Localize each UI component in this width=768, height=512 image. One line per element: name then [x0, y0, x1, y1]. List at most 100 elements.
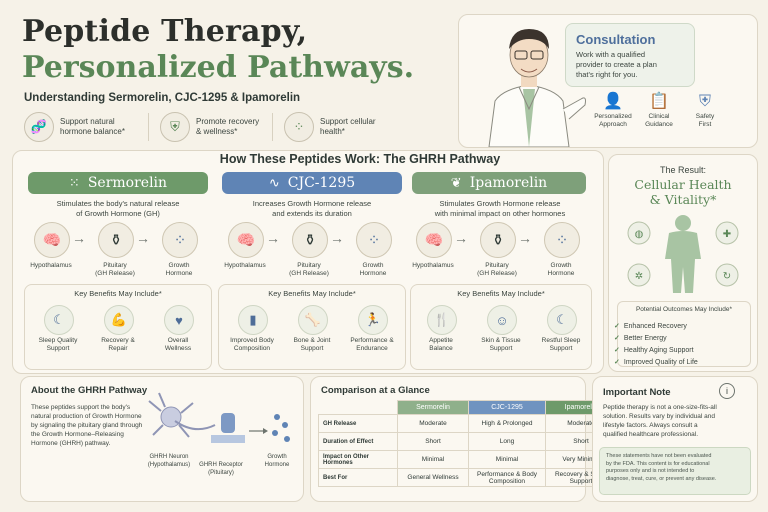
- utensils-icon: 🍴: [427, 305, 457, 335]
- feature-recovery: ⛨ Promote recovery& wellness*: [160, 112, 259, 142]
- consultation-title: Consultation: [576, 32, 656, 47]
- table-row: GH Release Moderate High & Prolonged Mod…: [318, 414, 617, 433]
- flow-label: Pituitary(GH Release): [477, 262, 517, 277]
- shield-icon: ⛨: [160, 112, 190, 142]
- cells-icon: ⁘: [284, 112, 314, 142]
- flow-label: Hypothalamus: [30, 262, 72, 269]
- outcome-item: ✓Healthy Aging Support: [614, 347, 694, 354]
- col-header: Sermorelin: [397, 400, 469, 415]
- fda-disclaimer: These statements have not been evaluated…: [599, 447, 751, 495]
- comparison-table: Sermorelin CJC-1295 Ipamorelin GH Releas…: [318, 400, 617, 487]
- hormone-clock-icon: ⁘: [356, 222, 392, 258]
- feature-text: Promote recovery: [196, 117, 260, 126]
- wave-icon: ∿: [268, 175, 280, 191]
- feature-text: hormone balance*: [60, 127, 125, 136]
- table-row: Duration of Effect Short Long Short: [318, 432, 617, 451]
- page-subtitle: Understanding Sermorelin, CJC-1295 & Ipa…: [24, 92, 301, 104]
- feature-text: health*: [320, 127, 345, 136]
- svg-text:✲: ✲: [635, 271, 643, 282]
- flow-label: Hypothalamus: [412, 262, 454, 269]
- arrow-icon: →: [454, 230, 468, 246]
- pituitary-icon: ⚱: [292, 222, 328, 258]
- arrow-icon: →: [330, 230, 344, 246]
- feature-text: Support natural: [60, 117, 115, 126]
- svg-text:✚: ✚: [723, 229, 731, 240]
- check-icon: ✓: [614, 347, 620, 354]
- note-title: Important Note: [603, 387, 671, 398]
- page-title-line2: Personalized Pathways.: [22, 50, 415, 85]
- sermorelin-header: ⁙Sermorelin: [28, 172, 208, 194]
- sermorelin-flow: 🧠 → ⚱ → ⁘ Hypothalamus Pituitary(GH Rele…: [28, 222, 208, 282]
- about-title: About the GHRH Pathway: [31, 385, 148, 396]
- muscle-icon: 💪: [104, 305, 134, 335]
- table-row: Best For General Wellness Performance & …: [318, 468, 617, 487]
- brain-icon: 🧠: [34, 222, 70, 258]
- arrow-icon: →: [266, 230, 280, 246]
- outcomes-title: Potential Outcomes May Include*: [635, 306, 733, 313]
- feature-text: Support cellular: [320, 117, 376, 126]
- feature-text: & wellness*: [196, 127, 238, 136]
- heart-shield-icon: ♥: [164, 305, 194, 335]
- note-text: Peptide therapy is not a one-size-fits-a…: [603, 404, 717, 438]
- table-row: Impact on Other Hormones Minimal Minimal…: [318, 450, 617, 469]
- info-icon: i: [719, 383, 735, 399]
- flow-label: Pituitary(GH Release): [289, 262, 329, 277]
- benefits-title: Key Benefits May Include*: [74, 289, 162, 298]
- brain-icon: 🧠: [228, 222, 264, 258]
- runner-icon: 🏃: [358, 305, 388, 335]
- brain-icon: 🧠: [416, 222, 452, 258]
- moon-icon: ☾: [44, 305, 74, 335]
- clipboard-icon: 📋: [649, 93, 669, 110]
- pituitary-icon: ⚱: [480, 222, 516, 258]
- benefits-title: Key Benefits May Include*: [457, 289, 545, 298]
- ipamorelin-header: ❦Ipamorelin: [412, 172, 586, 194]
- leaf-icon: ❦: [450, 175, 462, 191]
- page-title-line1: Peptide Therapy,: [22, 14, 308, 49]
- doctor-illustration: [488, 29, 586, 147]
- result-title: Cellular Health& Vitality*: [634, 177, 732, 207]
- svg-text:◍: ◍: [635, 229, 644, 240]
- benefits-title: Key Benefits May Include*: [268, 289, 356, 298]
- person-icon: 👤: [603, 93, 623, 110]
- hormone-molecules-icon: ⁘: [162, 222, 198, 258]
- sermorelin-benefits: Key Benefits May Include* ☾ 💪 ♥ Sleep Qu…: [24, 284, 212, 370]
- bar-chart-icon: ▮: [238, 305, 268, 335]
- dots-icon: ⁙: [68, 175, 80, 191]
- outcome-item: ✓Better Energy: [614, 335, 667, 342]
- body-illustration: ◍ ✚ ✲ ↻: [627, 215, 739, 293]
- benefit-label: Recovery &Repair: [101, 337, 135, 352]
- benefit-label: Performance &Endurance: [350, 337, 394, 352]
- pituitary-icon: ⚱: [98, 222, 134, 258]
- comparison-title: Comparison at a Glance: [321, 385, 430, 396]
- ipamorelin-benefits: Key Benefits May Include* 🍴 ☺ ☾ Appetite…: [410, 284, 592, 370]
- cjc1295-benefits: Key Benefits May Include* ▮ 🦴 🏃 Improved…: [218, 284, 406, 370]
- col-header: CJC-1295: [468, 400, 546, 415]
- ghrh-diagram: [148, 392, 290, 443]
- svg-text:↻: ↻: [723, 271, 731, 282]
- outcomes-box: Potential Outcomes May Include*: [617, 301, 751, 367]
- result-card: The Result: Cellular Health& Vitality* ◍…: [608, 154, 758, 372]
- cjc1295-header: ∿CJC-1295: [222, 172, 402, 194]
- result-label: The Result:: [659, 165, 707, 175]
- arrow-icon: →: [518, 230, 532, 246]
- note-card: Important Note i Peptide therapy is not …: [592, 376, 758, 502]
